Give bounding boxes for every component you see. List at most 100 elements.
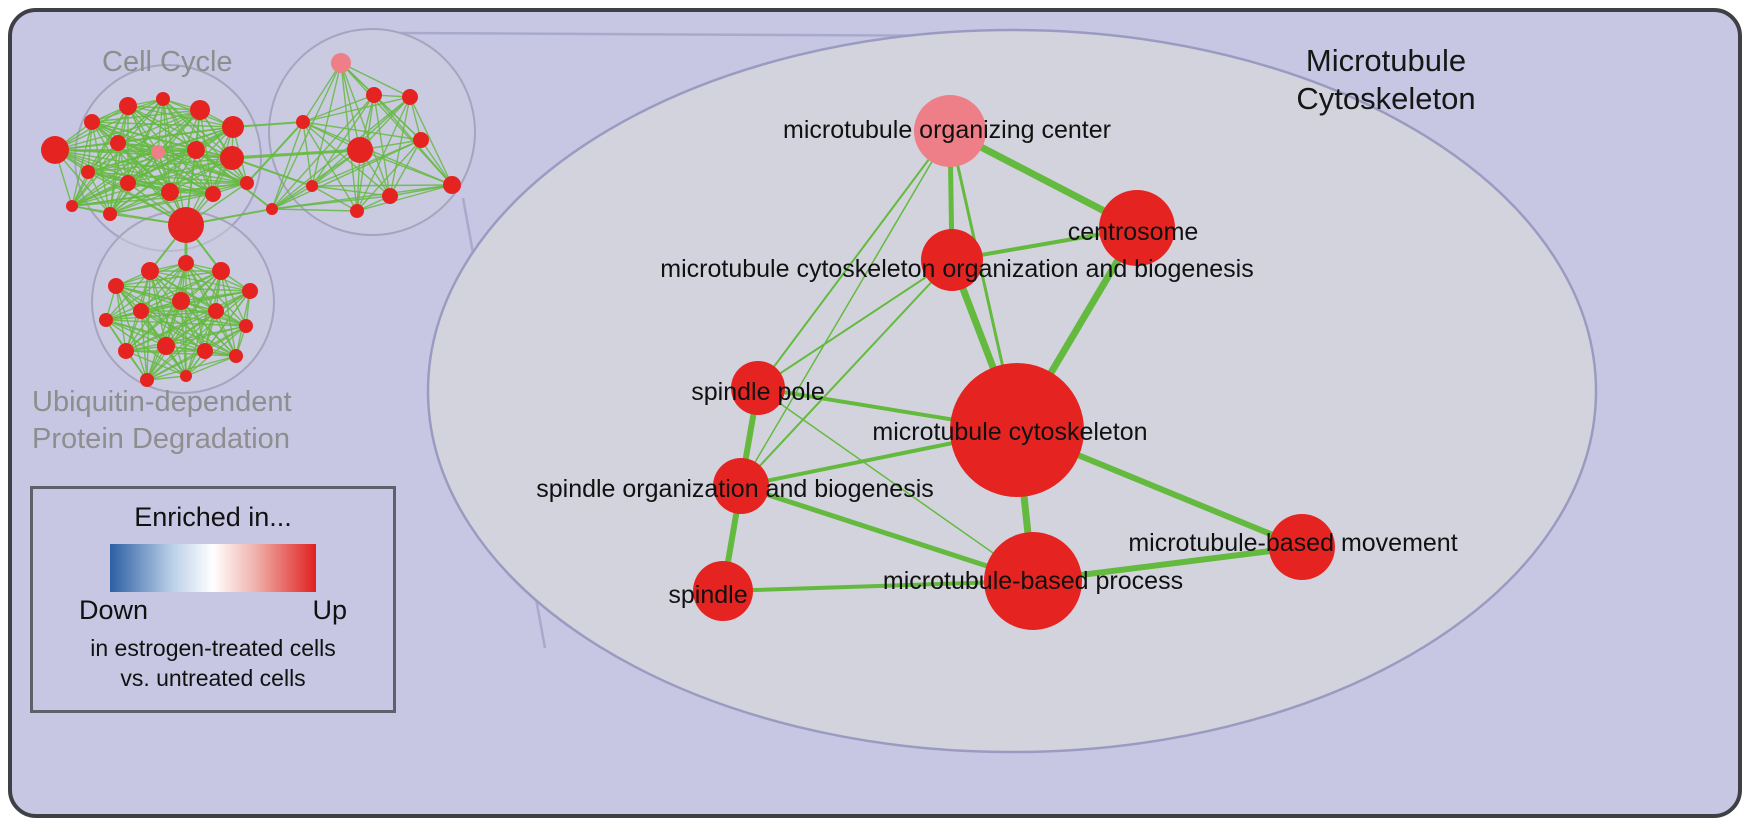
overview-edge xyxy=(340,62,361,151)
overview-node xyxy=(41,136,69,164)
overview-edge xyxy=(146,310,217,381)
overview-node xyxy=(99,313,113,327)
node-label-centrosome: centrosome xyxy=(1068,218,1199,246)
overview-edge xyxy=(140,310,237,357)
overview-node xyxy=(140,373,154,387)
overview-edge xyxy=(140,310,206,352)
overview-node xyxy=(157,337,175,355)
overview-node xyxy=(133,303,149,319)
overview-edge xyxy=(389,96,411,197)
overview-node xyxy=(103,207,117,221)
overview-edge xyxy=(185,126,234,226)
overview-edge xyxy=(91,121,129,184)
overview-edge xyxy=(185,325,247,377)
overview-edge xyxy=(105,270,151,321)
overview-edge xyxy=(271,149,361,210)
overview-edge xyxy=(157,151,214,195)
overview-edge xyxy=(117,142,171,193)
overview-node xyxy=(266,203,278,215)
overview-edge xyxy=(105,310,217,321)
overview-edge xyxy=(125,300,182,352)
overview-edge xyxy=(271,139,422,210)
overview-node xyxy=(347,137,373,163)
overview-edge xyxy=(185,310,217,377)
overview-edge xyxy=(420,139,453,186)
overview-node xyxy=(296,115,310,129)
overview-edge xyxy=(105,319,167,347)
overview-edge xyxy=(87,109,201,173)
overview-node xyxy=(190,100,210,120)
overview-edge xyxy=(125,325,247,352)
overview-edge xyxy=(146,350,206,381)
overview-edge xyxy=(271,96,411,210)
overview-node xyxy=(110,135,126,151)
edge-spindle--microtubule-based-process xyxy=(721,579,1035,593)
overview-edge xyxy=(165,325,247,347)
overview-edge xyxy=(311,94,375,187)
overview-edge xyxy=(115,270,222,287)
node-label-microtubule-based-movement: microtubule-based movement xyxy=(1128,529,1457,557)
overview-edge xyxy=(165,310,217,347)
overview-edge xyxy=(71,105,129,207)
overview-edge xyxy=(117,109,201,144)
edge-microtubule-organizing-center--spindle-pole xyxy=(757,130,951,389)
overview-node xyxy=(161,183,179,201)
overview-edge xyxy=(311,185,391,197)
overview-edge xyxy=(87,149,197,173)
legend-down-label: Down xyxy=(79,595,149,625)
overview-edge xyxy=(71,182,248,207)
overview-edge xyxy=(302,121,422,141)
overview-node xyxy=(402,89,418,105)
overview-edge xyxy=(271,185,313,210)
overview-node xyxy=(208,303,224,319)
legend-up-label: Up xyxy=(312,595,347,625)
node-label-microtubule-based-process: microtubule-based process xyxy=(883,567,1183,595)
legend-subtitle-line1: in estrogen-treated cells xyxy=(90,635,336,661)
overview-edge xyxy=(340,62,411,98)
overview-node xyxy=(220,146,244,170)
legend-gradient-bar xyxy=(110,544,316,592)
overview-edge xyxy=(271,208,358,212)
overview-node xyxy=(178,255,194,271)
overview-edge xyxy=(220,270,237,357)
overview-bridge-edge xyxy=(195,149,273,210)
overview-node xyxy=(306,180,318,192)
overview-node xyxy=(168,207,204,243)
node-microtubule-organizing-center xyxy=(914,95,986,167)
overview-edge xyxy=(356,96,411,212)
overview-node xyxy=(141,262,159,280)
overview-edge xyxy=(356,139,422,212)
overview-edge xyxy=(146,355,237,381)
overview-edge xyxy=(140,270,222,312)
zoom-cluster-title-line1: Microtubule xyxy=(1305,43,1467,78)
node-label-spindle-pole: spindle pole xyxy=(691,378,824,406)
overview-edge xyxy=(373,94,391,197)
overview-node xyxy=(120,175,136,191)
node-label-microtubule-cytoskeleton: microtubule cytoskeleton xyxy=(872,418,1147,446)
node-spindle-pole xyxy=(731,361,785,415)
overview-edge xyxy=(87,171,111,215)
overview-edge xyxy=(87,121,93,173)
overview-edge xyxy=(109,182,248,215)
overview-node xyxy=(222,116,244,138)
overview-edge xyxy=(162,98,187,226)
overview-node xyxy=(180,370,192,382)
overview-edge xyxy=(71,182,129,207)
overview-edge xyxy=(140,310,148,381)
zoom-cluster-title-line2: Cytoskeleton xyxy=(1296,81,1476,116)
overview-edge xyxy=(302,96,411,123)
overview-edge xyxy=(302,121,453,186)
overview-edge xyxy=(180,290,251,302)
overview-node xyxy=(151,145,165,159)
overview-edge xyxy=(87,171,187,226)
node-spindle xyxy=(693,561,753,621)
overview-node xyxy=(84,114,100,130)
overview-node xyxy=(229,349,243,363)
overview-edge xyxy=(105,262,187,321)
overview-bridge-edge xyxy=(246,121,304,184)
overview-node xyxy=(366,87,382,103)
node-microtubule-cytoskeleton-organization-and-biogenesis xyxy=(921,229,983,291)
overview-edge xyxy=(302,94,375,123)
overview-edge xyxy=(389,139,422,197)
